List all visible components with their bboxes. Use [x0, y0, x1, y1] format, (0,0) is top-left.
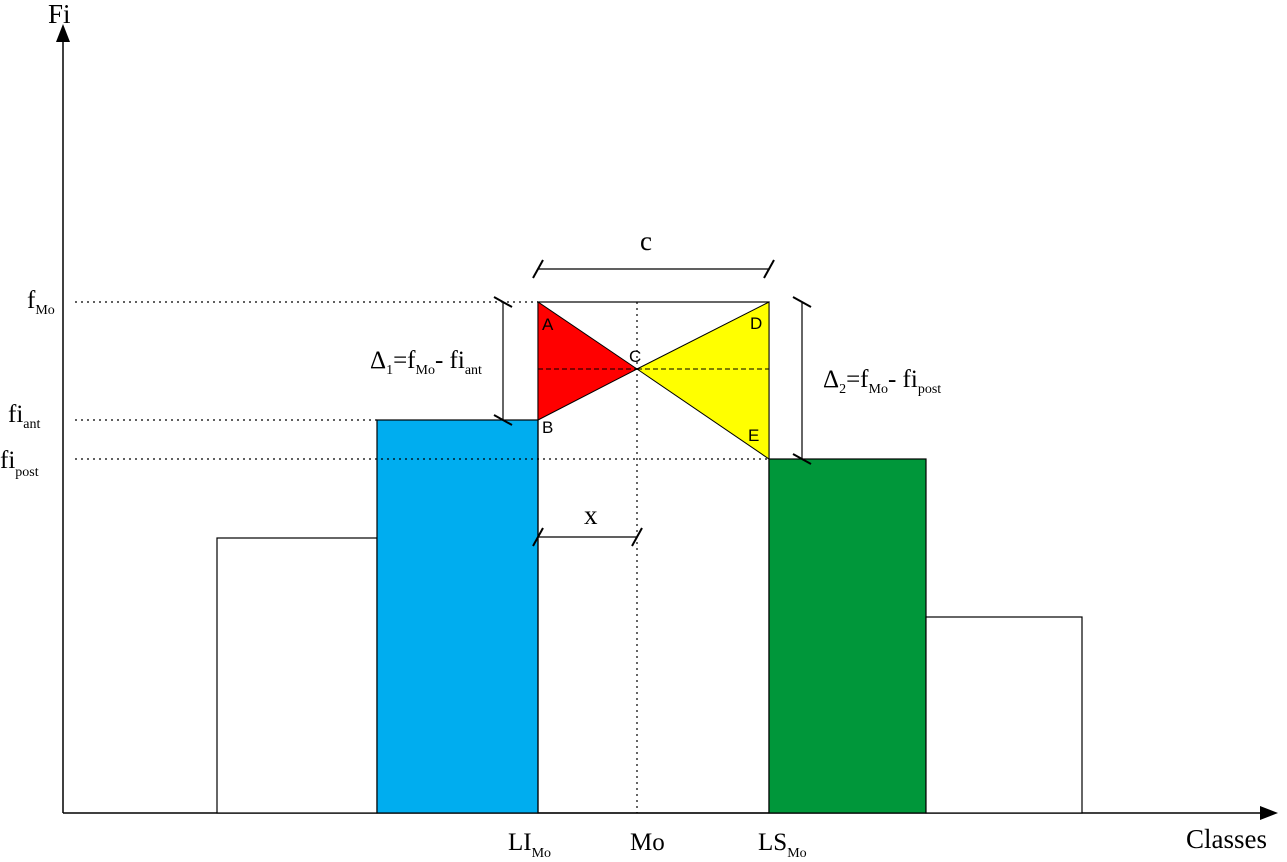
y-tick-fmo: fMo: [27, 287, 55, 318]
x-axis-label: Classes: [1186, 824, 1267, 854]
dimension-delta1-tick-bottom: [493, 414, 513, 426]
point-b-label: B: [542, 418, 553, 437]
point-d-label: D: [750, 314, 762, 333]
dimension-c-label: c: [640, 226, 652, 256]
bar-posterior: [768, 458, 927, 814]
y-axis-arrow-icon: [56, 24, 70, 42]
point-e-label: E: [748, 426, 759, 445]
bar-anterior: [376, 419, 539, 814]
dimension-x-tick-right: [631, 527, 643, 547]
formula-delta1: Δ1=fMo- fiant: [370, 347, 482, 378]
y-tick-fi-post: fipost: [0, 447, 39, 480]
dimension-c-tick-right: [763, 259, 775, 279]
triangle-abc: [537, 301, 638, 421]
dimension-c-tick-left: [532, 259, 544, 279]
dimension-delta2-tick-top: [792, 296, 812, 308]
dimension-x-label: x: [584, 500, 598, 530]
x-tick-mo: Mo: [630, 829, 665, 856]
bar-outer-left: [216, 537, 378, 814]
point-a-label: A: [542, 315, 554, 334]
y-tick-fi-ant: fiant: [8, 401, 40, 432]
dimension-x-tick-left: [532, 527, 544, 547]
x-axis-arrow-icon: [1260, 806, 1278, 820]
triangle-cde: [636, 301, 770, 460]
dimension-delta2-tick-bottom: [792, 453, 812, 465]
dimension-delta1-tick-top: [493, 296, 513, 308]
x-tick-li-mo: LIMo: [508, 829, 551, 861]
x-tick-ls-mo: LSMo: [758, 829, 807, 861]
point-c-label: C: [629, 347, 641, 366]
formula-delta2: Δ2=fMo- fipost: [823, 366, 941, 397]
bar-outer-right: [925, 616, 1083, 814]
y-axis-label: Fi: [48, 0, 71, 29]
